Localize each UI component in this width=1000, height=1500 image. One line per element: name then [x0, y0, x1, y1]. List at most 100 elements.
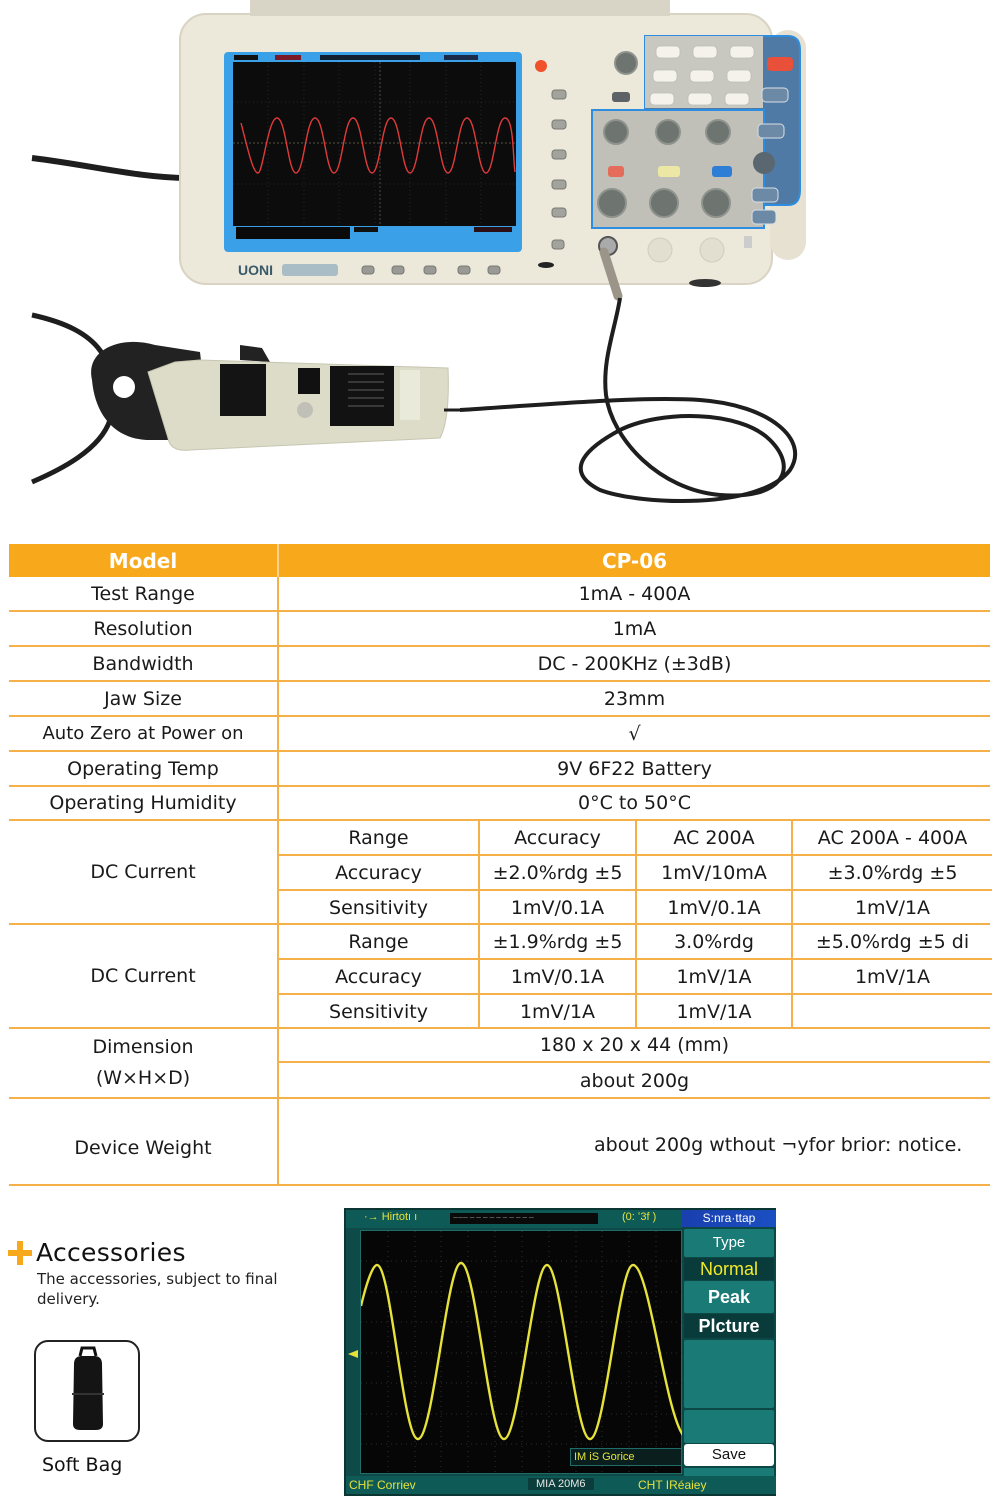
device-weight-row: Device Weight about 200g wthout ¬y​for b…	[9, 1099, 990, 1186]
sub-cell: Sensitivity	[279, 995, 480, 1029]
scope-top-left: ·→ Hirtotı ı	[364, 1211, 418, 1223]
header-model-value: CP-06	[277, 544, 990, 577]
sub-cell: Accuracy	[480, 821, 637, 856]
scope-waveform-grid	[360, 1230, 683, 1475]
sub-cell: ±5.0%rdg ±5 di	[793, 925, 992, 960]
menu-option-peak[interactable]: Peak	[684, 1281, 774, 1313]
sub-cell: 1mV/1A	[854, 897, 931, 919]
dimension-label-line1: Dimension	[92, 1036, 194, 1058]
menu-type-label: Type	[684, 1229, 774, 1257]
sub-cell: ±3.0%rdg ±5	[793, 856, 992, 891]
row-value: 9V 6F22 Battery	[277, 752, 990, 785]
row-label: Operating Temp	[67, 757, 219, 780]
device-weight-value-cell: about 200g wthout ¬y​for briorː notice.	[277, 1099, 990, 1184]
accessories-section: Accessories The accessories, subject to …	[8, 1238, 328, 1476]
yellow-sine-wave	[361, 1261, 683, 1441]
table-row: Resolution 1mA	[9, 612, 990, 647]
sub-cell: Range	[279, 925, 480, 960]
dimension-label-line2: (W×H×D)	[95, 1067, 191, 1089]
accessories-note: The accessories, subject to final delive…	[37, 1270, 278, 1308]
row-label: Auto Zero at Power on	[42, 723, 244, 744]
dimension-value: 180 x 20 x 44 (mm)	[279, 1029, 990, 1063]
accessories-title: Accessories	[36, 1238, 186, 1267]
menu-option-normal[interactable]: Normal	[684, 1258, 774, 1280]
menu-option-picture[interactable]: Plcture	[684, 1314, 774, 1338]
device-weight-value: about 200g wthout ¬y​for briorː notice.	[594, 1134, 963, 1156]
brand-label: UONI	[238, 262, 273, 278]
dimension-values: 180 x 20 x 44 (mm) about 200g	[277, 1029, 990, 1097]
sub-cell	[793, 995, 992, 1029]
sub-cell: Sensitivity	[279, 891, 480, 925]
sub-cell: 1mV/1A	[793, 960, 992, 995]
sub-cell: 1mV/1A	[480, 995, 637, 1029]
row-label: Jaw Size	[104, 687, 182, 710]
dc-current-subtable: Range Accuracy AC 200A AC 200A - 400A Ac…	[277, 821, 992, 925]
table-row: Operating Temp 9V 6F22 Battery	[9, 752, 990, 787]
table-row: Test Range 1mA - 400A	[9, 577, 990, 612]
scope-side-menu: S:nra·ttap Type Normal Peak Plcture Save	[682, 1210, 776, 1494]
dc-current-block-1: DC Current Range Accuracy AC 200A AC 200…	[9, 821, 992, 925]
row-value: DC - 200KHz (±3dB)	[277, 647, 990, 680]
scope-screenshot: ·→ Hirtotı ı ——— — — — — — — — — — — (0:…	[344, 1208, 776, 1496]
row-label: Operating Humidity	[49, 792, 237, 814]
sub-cell: Range	[279, 821, 480, 856]
menu-blank-slot	[684, 1410, 774, 1443]
scope-top-right: (0: ʻ3f )	[622, 1211, 657, 1223]
scope-bottom-right: CHT IRéaiey	[638, 1478, 707, 1492]
sub-cell: 1mV/10mA	[637, 856, 793, 891]
dc-current-subtable: Range ±1.9%rdg ±5 3.0%rdg ±5.0%rdg ±5 di…	[277, 925, 992, 1029]
menu-blank-slot	[684, 1340, 774, 1408]
scope-bottom-center: MIA 20M6	[528, 1478, 594, 1490]
table-header-row: Model CP-06	[9, 544, 990, 577]
oscilloscope-with-clamp-illustration: UONI	[31, 0, 806, 503]
probe-cable	[459, 297, 798, 503]
dc-current-label: DC Current	[90, 861, 196, 883]
table-row: Jaw Size 23mm	[9, 682, 990, 717]
soft-bag-tile	[34, 1340, 140, 1442]
table-row: Operating Humidity 0°C to 50°C	[9, 787, 990, 821]
row-value: 0°C to 50°C	[277, 787, 990, 819]
weight-value: about 200g	[579, 1070, 690, 1092]
sub-cell: 1mV/1A	[637, 995, 793, 1029]
sub-cell: ±2.0%rdg ±5	[480, 856, 637, 891]
menu-title: S:nra·ttap	[682, 1210, 776, 1227]
sub-cell: 1mV/0.1A	[480, 891, 637, 925]
sub-cell: 1mV/1A	[637, 960, 793, 995]
sub-cell: Accuracy	[279, 856, 480, 891]
sub-cell: Accuracy	[279, 960, 480, 995]
product-photo: UONI	[0, 0, 1000, 520]
sub-cell: 1mV/0.1A	[637, 891, 793, 925]
scope-screen	[233, 62, 516, 226]
row-label: Bandwidth	[92, 652, 194, 675]
header-model-label: Model	[108, 548, 178, 573]
soft-bag-icon	[72, 1346, 104, 1430]
row-label: Test Range	[91, 582, 195, 605]
accessories-heading: Accessories	[8, 1238, 328, 1267]
menu-blank-slot	[684, 1468, 774, 1478]
device-weight-label: Device Weight	[74, 1136, 212, 1159]
sub-cell: 1mV/0.1A	[480, 960, 637, 995]
scope-top-info: ——— — — — — — — — — — —	[450, 1213, 598, 1224]
scope-top-bar: ·→ Hirtotı ı ——— — — — — — — — — — — (0:…	[346, 1210, 682, 1228]
row-value: 1mA - 400A	[277, 577, 990, 610]
dimension-row: Dimension (W×H×D) 180 x 20 x 44 (mm) abo…	[9, 1029, 990, 1099]
row-value: 23mm	[277, 682, 990, 715]
row-value: √	[277, 717, 990, 750]
table-row: Bandwidth DC - 200KHz (±3dB)	[9, 647, 990, 682]
sub-cell: 3.0%rdg	[637, 925, 793, 960]
menu-save-button[interactable]: Save	[684, 1444, 774, 1466]
sub-cell: AC 200A	[637, 821, 793, 856]
sub-cell: ±1.9%rdg ±5	[480, 925, 637, 960]
trigger-level-marker-icon	[348, 1350, 358, 1358]
scope-message: IM iS Gorice	[570, 1448, 682, 1466]
row-value: 1mA	[277, 612, 990, 645]
scope-bottom-bar: CHF Corriev MIA 20M6 CHT IRéaiey	[346, 1476, 776, 1494]
dc-current-label: DC Current	[90, 965, 196, 987]
plus-icon	[8, 1240, 32, 1265]
waveform-plot	[361, 1231, 683, 1475]
soft-bag-label: Soft Bag	[42, 1454, 123, 1476]
scope-bottom-left: CHF Corriev	[349, 1478, 416, 1492]
row-label: Resolution	[93, 617, 193, 640]
dc-current-block-2: DC Current Range ±1.9%rdg ±5 3.0%rdg ±5.…	[9, 925, 992, 1029]
sub-cell: AC 200A - 400A	[793, 821, 992, 856]
